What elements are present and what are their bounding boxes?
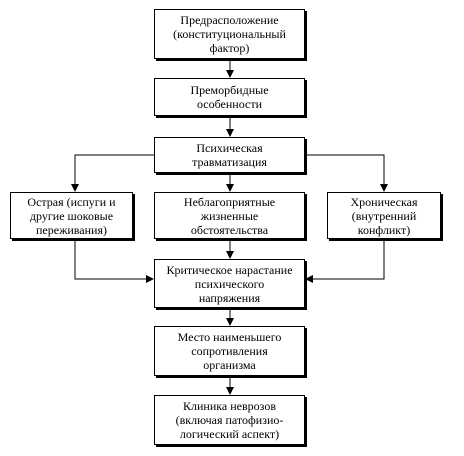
node-least-resistance-site: Место наименьшего сопротивления организм… (154, 326, 305, 376)
edge-b6-b7 (305, 240, 385, 283)
node-chronic-trauma: Хроническая (внутренний конфликт) (327, 192, 441, 239)
node-critical-tension-rise: Критическое нарастание психического напр… (154, 259, 305, 308)
node-adverse-life-circumstances: Неблагоприятные жизненные обстоятельства (154, 192, 305, 239)
node-premorbid-features: Преморбидные особенности (154, 78, 305, 116)
node-acute-trauma: Острая (испуги и другие шоковые пережива… (10, 192, 133, 239)
edge-b3-b4 (71, 154, 154, 192)
edge-b4-b7 (74, 240, 154, 283)
node-predisposition: Предрасположение (конституциональный фак… (154, 9, 305, 59)
node-neurosis-clinic: Клиника неврозов (включая патофизио- лог… (154, 395, 305, 445)
edge-b3-b6 (305, 154, 388, 192)
node-psychic-trauma: Психическая травматизация (154, 137, 305, 173)
